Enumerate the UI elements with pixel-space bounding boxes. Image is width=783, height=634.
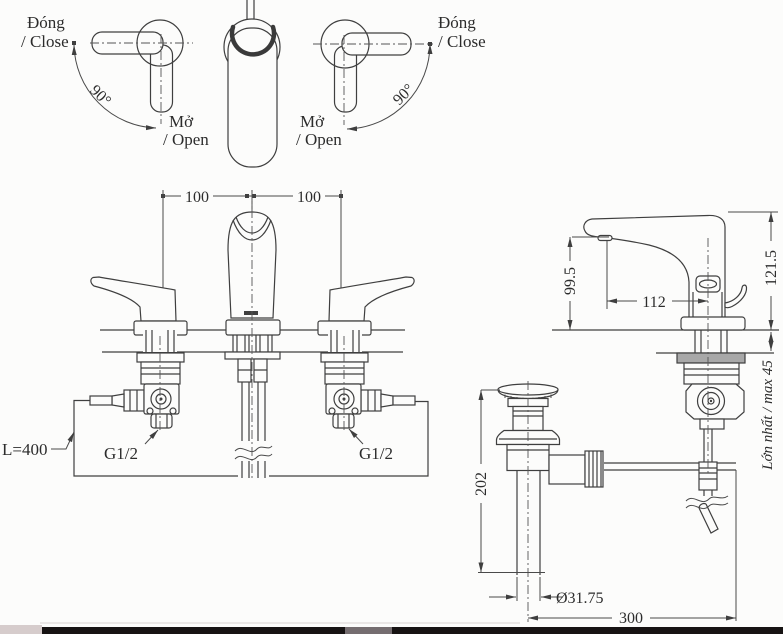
dim-hole-spacing-right: 100 [297, 189, 321, 206]
rotation-arc [346, 43, 433, 132]
handle-open-position [149, 44, 174, 113]
label-thread-right: G1/2 [359, 444, 393, 463]
label-close-right-1: Đóng [438, 13, 476, 32]
label-angle-left: 90° [86, 82, 114, 110]
mounting-washer [676, 352, 746, 364]
label-open-right-2: / Open [296, 130, 342, 149]
dim-hole-spacing-left: 100 [185, 189, 209, 206]
deck-lines-side [552, 329, 779, 354]
rotation-arc [71, 44, 157, 131]
valve-assembly-left [89, 330, 185, 429]
dim-spout-reach: 112 [642, 294, 665, 311]
drain-outlet [548, 454, 586, 485]
label-hose-length: L=400 [2, 440, 47, 459]
aerator-mark [244, 311, 258, 315]
label-close-left-1: Đóng [27, 13, 65, 32]
handle-open-position [333, 45, 358, 113]
dim-drain-height: 202 [473, 472, 490, 496]
supply-hose-loop [73, 399, 429, 477]
spout-top-view [223, 0, 281, 168]
valve-assembly-right [320, 330, 416, 429]
dim-spout-height: 99.5 [562, 267, 579, 295]
spout-outlet [597, 234, 613, 242]
lift-rod-knob [724, 284, 748, 309]
base-flange-side [680, 316, 746, 331]
front-view: 100 100 [2, 189, 429, 480]
label-close-right-2: / Close [438, 32, 486, 51]
bottom-bar-dark [42, 627, 783, 634]
popup-rod [698, 502, 719, 534]
side-view: 99.5 112 121.5 Lớn nhất / max 45 [552, 211, 780, 534]
label-thread-left: G1/2 [104, 444, 138, 463]
bottom-bar [0, 622, 783, 634]
dim-drain-reach: 300 [619, 610, 643, 627]
label-open-left-1: Mở [169, 112, 194, 131]
label-angle-right: 90° [390, 81, 418, 109]
spout-flange [225, 319, 281, 336]
bottom-bar-gray-segment [345, 627, 392, 634]
handle-front-right [317, 276, 415, 336]
drain-assembly: 202 Ø31.75 300 [473, 381, 737, 627]
label-open-left-2: / Open [163, 130, 209, 149]
dim-deck-max: Lớn nhất / max 45 [760, 360, 776, 471]
handle-rotation-left: Đóng / Close Mở / Open 90° [21, 13, 209, 149]
center-supply-tubes [224, 330, 281, 479]
handle-rotation-right: Đóng / Close Mở / Open 90° [296, 13, 486, 149]
handle-front-left [90, 276, 188, 336]
spout-front [225, 211, 281, 336]
spout-body-top [227, 27, 278, 168]
spout-crescent [229, 24, 277, 57]
label-open-right-1: Mở [300, 112, 325, 131]
label-close-left-2: / Close [21, 32, 69, 51]
bottom-bar-light-segment [0, 625, 42, 634]
dim-drain-diameter: Ø31.75 [556, 590, 604, 607]
dim-overall-height: 121.5 [763, 250, 780, 286]
drain-tailpipe [516, 470, 541, 575]
